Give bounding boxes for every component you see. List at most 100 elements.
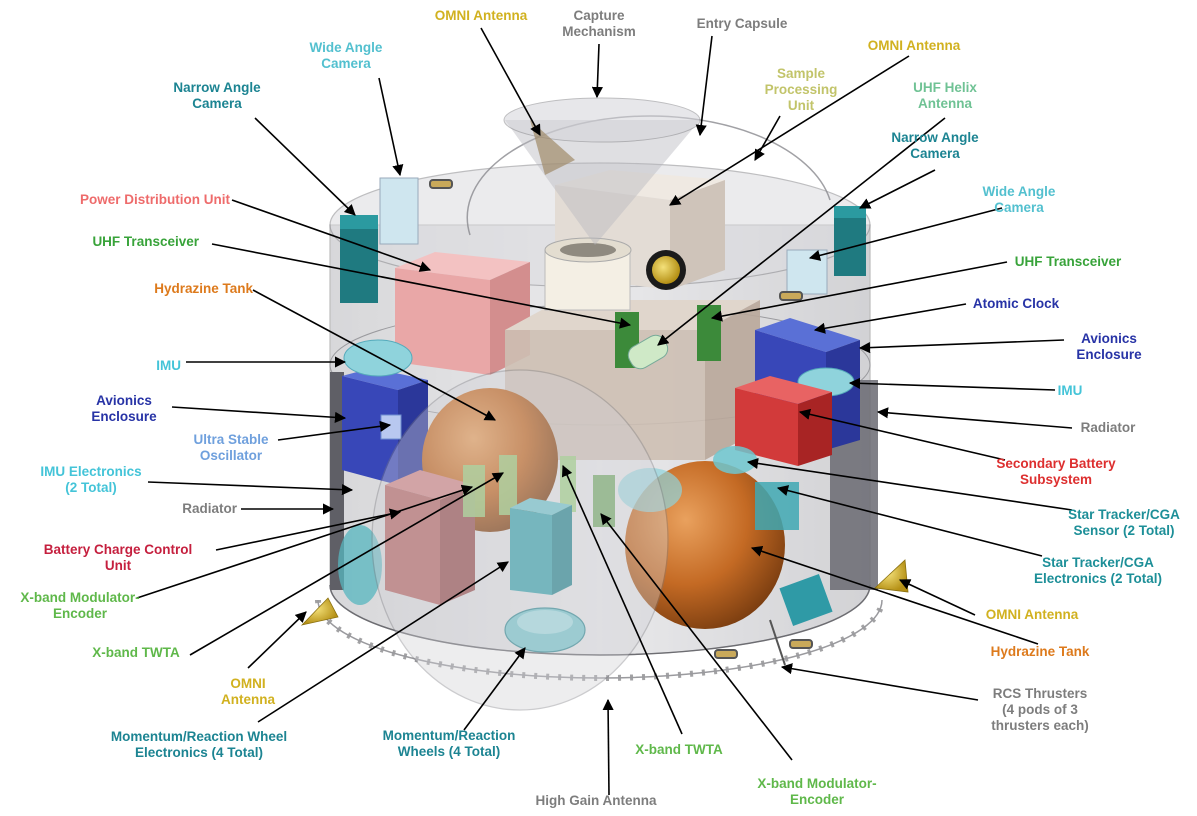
- momentum-wheel-electronics: [510, 498, 572, 595]
- label-omni-top-line: OMNI Antenna: [434, 8, 528, 23]
- label-xmod-bottom-line: X-band Modulator-: [757, 776, 877, 791]
- label-star-elec-line: Electronics (2 Total): [1033, 571, 1163, 586]
- uhf-transceiver-right: [697, 305, 721, 361]
- star-tracker-sensor: [713, 446, 757, 474]
- label-avionics-right-line: Enclosure: [1076, 347, 1142, 362]
- label-twta-bottom: X-band TWTA: [635, 742, 722, 758]
- leader-arrow: [211, 243, 632, 329]
- label-star-sensor-line: Star Tracker/CGA: [1068, 507, 1180, 522]
- label-star-elec-line: Star Tracker/CGA: [1042, 555, 1154, 570]
- label-mrw-elec-line: Electronics (4 Total): [134, 745, 264, 760]
- label-omni-left-line: Antenna: [221, 692, 275, 707]
- leader-arrow: [710, 261, 1008, 322]
- x-band-twta-left: [499, 455, 517, 515]
- label-avionics-left-line: Avionics: [96, 393, 152, 408]
- leader-arrow: [669, 55, 910, 206]
- wide-angle-camera-left: [379, 177, 419, 245]
- leader-arrows: [136, 27, 1073, 796]
- label-battery-ctrl-line: Unit: [104, 558, 132, 573]
- label-hydrazine-left-line: Hydrazine Tank: [154, 281, 253, 296]
- label-hga: High Gain Antenna: [536, 793, 657, 809]
- leader-arrow: [859, 169, 936, 209]
- label-imu-right: IMU: [1058, 383, 1083, 399]
- leader-arrow: [136, 484, 474, 599]
- label-wide-left-line: Camera: [321, 56, 371, 71]
- label-pdu: Power Distribution Unit: [80, 192, 230, 208]
- label-hydrazine-right: Hydrazine Tank: [991, 644, 1090, 660]
- leader-arrow: [147, 481, 354, 496]
- label-imu-right-line: IMU: [1057, 383, 1083, 398]
- leader-arrow: [378, 77, 404, 177]
- label-imu-elec-line: IMU Electronics: [40, 464, 142, 479]
- label-rcs-line: RCS Thrusters: [992, 686, 1088, 701]
- label-clock-line: Atomic Clock: [972, 296, 1060, 311]
- label-uhf-right-line: UHF Transceiver: [1014, 254, 1122, 269]
- label-xmod-bottom: X-band Modulator-Encoder: [757, 776, 876, 808]
- leader-arrow: [602, 698, 614, 796]
- secondary-battery-subsystem: [735, 376, 832, 466]
- leader-arrow: [480, 27, 541, 136]
- label-wide-right-line: Wide Angle: [982, 184, 1056, 199]
- label-pdu-line: Power Distribution Unit: [80, 192, 230, 207]
- avionics-enclosure-left: [342, 368, 428, 485]
- label-wide-right-line: Camera: [994, 200, 1044, 215]
- leader-arrow: [254, 117, 356, 216]
- label-xmod-left: X-band Modulator-Encoder: [20, 590, 139, 622]
- leader-arrow: [898, 579, 976, 616]
- leader-arrow: [780, 663, 979, 701]
- label-star-sensor-line: Sensor (2 Total): [1073, 523, 1175, 538]
- label-entry-line: Entry Capsule: [696, 16, 788, 31]
- label-mrw-line: Wheels (4 Total): [397, 744, 501, 759]
- label-imu-left: IMU: [156, 358, 181, 374]
- leader-arrow: [657, 117, 946, 346]
- label-radiator-left: Radiator: [182, 501, 237, 517]
- leader-arrow: [798, 408, 1006, 461]
- label-omni-left-line: OMNI: [230, 676, 266, 691]
- leader-arrow: [848, 377, 1056, 391]
- label-hydrazine-right-line: Hydrazine Tank: [990, 644, 1090, 659]
- label-mrw-elec-line: Momentum/Reaction Wheel: [110, 729, 288, 744]
- leader-arrow: [746, 457, 1073, 511]
- label-uhf-left: UHF Transceiver: [92, 234, 199, 250]
- label-xmod-left-line: Encoder: [52, 606, 108, 621]
- label-wide-left-line: Wide Angle: [309, 40, 383, 55]
- leader-arrow: [858, 339, 1065, 354]
- label-clock: Atomic Clock: [973, 296, 1059, 312]
- label-omni-right-line: OMNI Antenna: [985, 607, 1079, 622]
- leader-arrow: [561, 464, 683, 735]
- leader-arrow: [257, 561, 509, 723]
- leader-arrow: [171, 406, 347, 423]
- narrow-angle-camera-right: [834, 206, 866, 276]
- label-oscillator-line: Oscillator: [199, 448, 263, 463]
- label-imu-left-line: IMU: [156, 358, 181, 373]
- label-omni-top-right-line: OMNI Antenna: [867, 38, 961, 53]
- label-entry: Entry Capsule: [697, 16, 788, 32]
- label-mrw-line: Momentum/Reaction: [382, 728, 516, 743]
- wide-angle-camera-right: [786, 249, 828, 295]
- label-uhf-helix-line: Antenna: [917, 96, 972, 111]
- leader-arrow: [876, 407, 1073, 429]
- leader-arrow: [591, 43, 603, 99]
- label-twta-bottom-line: X-band TWTA: [635, 742, 723, 757]
- reaction-wheel-left: [338, 525, 382, 605]
- omni-antenna-center: [646, 250, 686, 290]
- label-uhf-helix-line: UHF Helix: [913, 80, 977, 95]
- label-avionics-left-line: Enclosure: [91, 409, 157, 424]
- rcs-thrusters: [429, 179, 813, 666]
- momentum-reaction-wheels: [504, 607, 586, 653]
- label-omni-top-right: OMNI Antenna: [868, 38, 961, 54]
- label-xmod-bottom-line: Encoder: [789, 792, 845, 807]
- label-rcs-line: (4 pods of 3: [1002, 702, 1078, 717]
- label-radiator-right: Radiator: [1081, 420, 1136, 436]
- star-tracker-electronics: [755, 482, 799, 530]
